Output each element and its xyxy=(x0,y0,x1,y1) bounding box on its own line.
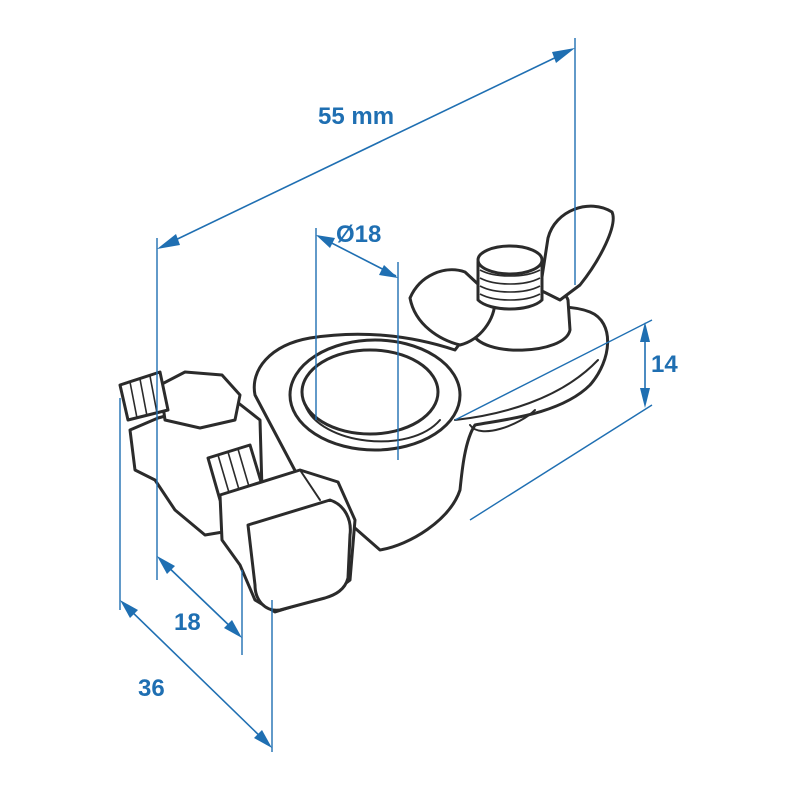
dimension-diameter: Ø18 xyxy=(315,221,399,460)
dimension-length: 55 mm xyxy=(156,38,576,580)
arrow-dia-left xyxy=(316,235,335,248)
rear-bolt xyxy=(118,370,170,422)
battery-terminal-clamp xyxy=(118,204,615,614)
dimension-diameter-label: Ø18 xyxy=(336,221,381,248)
arrow-w-bottom xyxy=(254,730,272,748)
arrow-hw-bottom xyxy=(224,620,242,638)
arrow-dia-right xyxy=(379,265,398,278)
dimension-height-label: 14 xyxy=(651,351,678,378)
top-stud-cap xyxy=(476,244,544,276)
arrow-h-bottom xyxy=(640,388,650,408)
arrow-hw-top xyxy=(157,556,175,574)
arrow-left xyxy=(157,234,180,249)
wing-nut-left-wing xyxy=(408,268,497,347)
front-nut-edge xyxy=(299,469,321,501)
tail-edge-lower xyxy=(469,409,536,433)
dimension-width-label: 36 xyxy=(138,675,165,702)
arrow-right xyxy=(552,48,575,63)
arrow-h-top xyxy=(640,322,650,342)
dimension-half-width: 18 xyxy=(157,556,243,655)
tail-edge xyxy=(454,359,599,421)
ring-depth xyxy=(304,404,441,443)
rear-hex-nut xyxy=(158,370,242,430)
wing-nut-right-wing xyxy=(538,204,615,302)
dimension-half-width-label: 18 xyxy=(174,609,201,636)
ring-inner xyxy=(300,348,440,436)
dimension-height: 14 xyxy=(454,319,678,521)
arrow-w-top xyxy=(120,600,138,618)
dimension-length-label: 55 mm xyxy=(318,103,394,130)
dimension-width: 36 xyxy=(119,398,273,752)
top-stud-body xyxy=(476,260,544,311)
top-threaded-stud xyxy=(476,244,544,311)
front-square-nut-face xyxy=(246,498,352,612)
